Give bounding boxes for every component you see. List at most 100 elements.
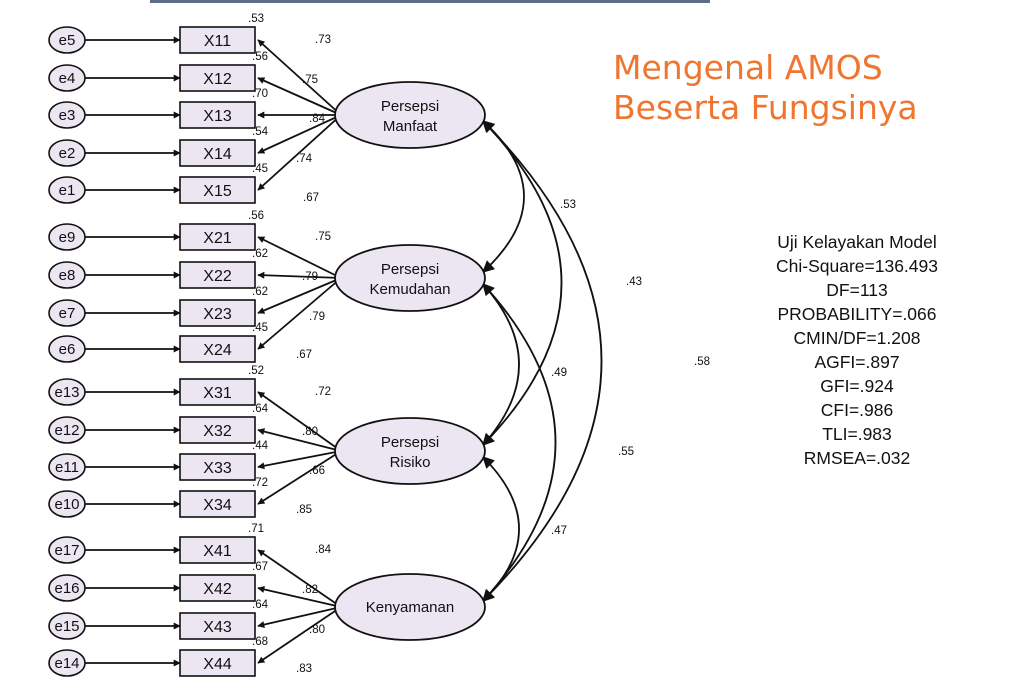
loading-x12: .75 — [302, 74, 318, 86]
indicator-label-x44: X44 — [203, 656, 232, 673]
error-node-e15 — [48, 612, 86, 640]
loading-path-x41 — [257, 549, 342, 608]
loading-path-x42 — [257, 585, 342, 608]
error-label-e10: e10 — [54, 496, 79, 513]
fit-df: DF=113 — [826, 280, 888, 300]
indicator-label-x32: X32 — [203, 423, 232, 440]
fit-cmin-df: CMIN/DF=1.208 — [793, 328, 921, 348]
indicator-box-x33 — [179, 453, 256, 481]
loading-x13: .84 — [309, 113, 326, 125]
indicator-box-x32 — [179, 416, 256, 444]
indicator-label-x31: X31 — [203, 385, 232, 402]
construct-kenyamanan — [334, 573, 486, 641]
loading-x23: .79 — [309, 311, 325, 323]
construct-label-persepsi-kemudahan-1: Persepsi — [381, 261, 439, 278]
error-label-e1: e1 — [59, 182, 76, 199]
correlation-arc-1-3 — [482, 283, 557, 602]
loading-x11: .73 — [315, 34, 331, 46]
loading-path-x11 — [257, 39, 342, 116]
construct-label-persepsi-risiko-2: Risiko — [390, 454, 431, 471]
error-node-e3 — [48, 101, 86, 129]
loading-x32: .80 — [302, 426, 318, 438]
error-node-e11 — [48, 453, 86, 481]
indicator-label-x34: X34 — [203, 497, 232, 514]
error-node-e9 — [48, 223, 86, 251]
loading-path-x14 — [257, 114, 342, 154]
correlation-value-0-2: .43 — [626, 276, 642, 288]
r2-x24: .45 — [252, 322, 268, 334]
indicator-label-x22: X22 — [203, 268, 232, 285]
construct-persepsi-manfaat — [334, 81, 486, 149]
indicator-box-x22 — [179, 261, 256, 289]
error-label-e12: e12 — [54, 422, 79, 439]
correlation-value-1-2: .49 — [551, 367, 567, 379]
r2-x44: .68 — [252, 636, 268, 648]
indicator-label-x42: X42 — [203, 581, 232, 598]
construct-label-persepsi-risiko-1: Persepsi — [381, 434, 439, 451]
error-node-e12 — [48, 416, 86, 444]
correlation-value-1-3: .55 — [618, 446, 634, 458]
construct-label-kenyamanan-1: Kenyamanan — [366, 599, 454, 616]
error-node-e8 — [48, 261, 86, 289]
correlation-value-0-3: .58 — [694, 356, 710, 368]
fit-rmsea: RMSEA=.032 — [803, 448, 911, 468]
loading-path-x21 — [257, 236, 342, 279]
correlation-arc-2-3 — [482, 456, 520, 602]
loading-x21: .75 — [315, 231, 331, 243]
loading-path-x43 — [257, 606, 342, 629]
indicator-box-x15 — [179, 176, 256, 204]
indicator-box-x41 — [179, 536, 256, 564]
correlation-arc-1-2 — [482, 283, 520, 446]
construct-label-persepsi-manfaat-2: Manfaat — [383, 118, 438, 135]
r2-x14: .54 — [252, 126, 269, 138]
r2-x12: .56 — [252, 51, 268, 63]
indicator-label-x43: X43 — [203, 619, 232, 636]
loading-x33: .66 — [309, 465, 325, 477]
fit-tli: TLI=.983 — [822, 424, 892, 444]
error-label-e2: e2 — [59, 145, 76, 162]
r2-x33: .44 — [252, 440, 269, 452]
indicator-box-x42 — [179, 574, 256, 602]
indicator-box-x44 — [179, 649, 256, 677]
r2-x23: .62 — [252, 286, 268, 298]
fit-cfi: CFI=.986 — [820, 400, 894, 420]
error-node-e1 — [48, 176, 86, 204]
loading-path-x23 — [257, 277, 342, 314]
indicator-label-x12: X12 — [203, 71, 232, 88]
construct-persepsi-kemudahan — [334, 244, 486, 312]
r2-x42: .67 — [252, 561, 268, 573]
indicator-box-x24 — [179, 335, 256, 363]
indicator-label-x23: X23 — [203, 306, 232, 323]
headline-line-2: Beserta Fungsinya — [613, 88, 918, 127]
r2-x11: .53 — [248, 13, 264, 25]
error-label-e9: e9 — [59, 229, 76, 246]
error-node-e14 — [48, 649, 86, 677]
correlation-value-0-1: .53 — [560, 199, 576, 211]
indicator-label-x21: X21 — [203, 230, 232, 247]
loading-x43: .80 — [309, 624, 325, 636]
r2-x34: .72 — [252, 477, 268, 489]
indicator-box-x11 — [179, 26, 256, 54]
loading-path-x31 — [257, 391, 342, 452]
error-node-e5 — [48, 26, 86, 54]
loading-path-x24 — [257, 277, 342, 350]
indicator-label-x15: X15 — [203, 183, 232, 200]
r2-x13: .70 — [252, 88, 268, 100]
fit-chi-square: Chi-Square=136.493 — [776, 256, 938, 276]
r2-x22: .62 — [252, 248, 268, 260]
loading-x44: .83 — [296, 663, 312, 675]
loading-x31: .72 — [315, 386, 331, 398]
loading-path-x33 — [257, 450, 342, 470]
error-label-e4: e4 — [59, 70, 76, 87]
error-label-e3: e3 — [59, 107, 76, 124]
error-label-e11: e11 — [55, 459, 79, 476]
loading-x24: .67 — [296, 349, 312, 361]
r2-x15: .45 — [252, 163, 268, 175]
indicator-label-x41: X41 — [203, 543, 232, 560]
error-label-e17: e17 — [54, 542, 79, 559]
error-node-e10 — [48, 490, 86, 518]
error-node-e7 — [48, 299, 86, 327]
construct-persepsi-risiko — [334, 417, 486, 485]
construct-label-persepsi-manfaat-1: Persepsi — [381, 98, 439, 115]
